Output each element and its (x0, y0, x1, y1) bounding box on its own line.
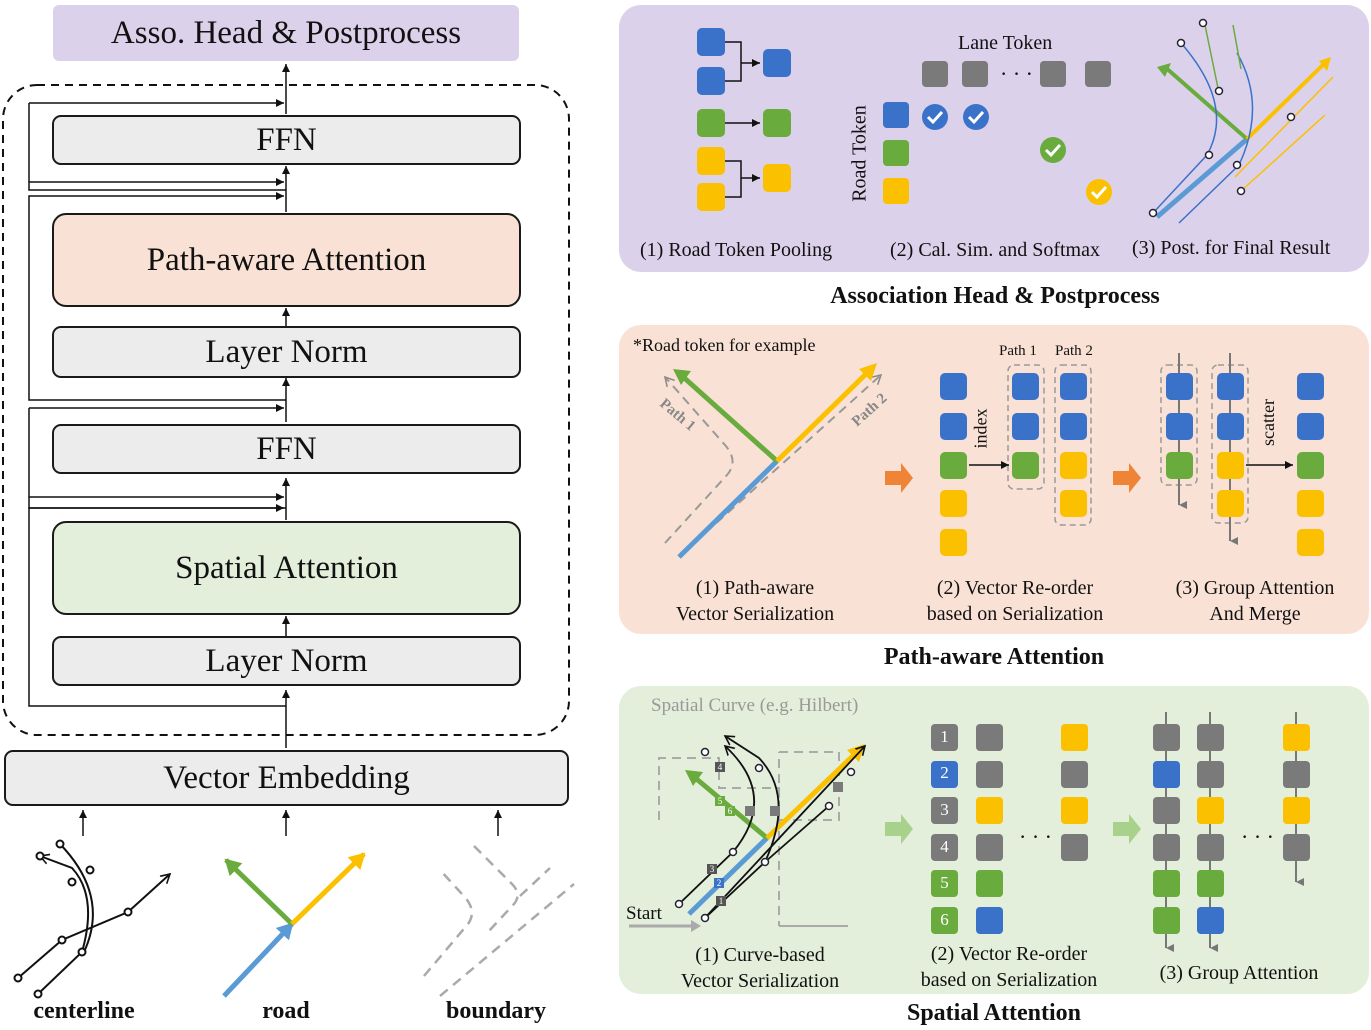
architecture-connectors (2, 64, 570, 836)
order-number-5: 5 (940, 873, 949, 892)
association-title: Association Head & Postprocess (830, 283, 1160, 309)
spatial-caption-3: (3) Group Attention (1134, 960, 1344, 986)
spatial-diagram: 1 2 3 4 5 6 · · · (629, 712, 1310, 952)
path2-label: Path 2 (1055, 343, 1093, 359)
order-number-1: 1 (940, 727, 949, 746)
order-number-4: 4 (940, 837, 949, 856)
path1-label: Path 1 (999, 343, 1037, 359)
similarity-softmax: · · · (883, 61, 1112, 205)
boundary-illustration (423, 845, 575, 997)
path2-sketch-label: Path 2 (849, 390, 890, 429)
path-caption-3-line2: And Merge (1209, 603, 1301, 625)
layer-norm-block-1: Layer Norm (52, 326, 521, 378)
spatial-reorder: · · · (931, 724, 1088, 934)
path1-sketch-label: Path 1 (656, 396, 698, 435)
path-caption-1-line1: (1) Path-aware (695, 577, 815, 599)
spatial-caption-1: (1) Curve-based Vector Serialization (655, 942, 865, 994)
spatial-caption-1-line1: (1) Curve-based (695, 944, 825, 966)
input-illustrations (13, 839, 575, 999)
path-caption-2-line1: (2) Vector Re-order (936, 577, 1094, 599)
svg-text:4: 4 (718, 762, 723, 772)
order-number-3: 3 (940, 800, 949, 819)
index-label: index (970, 408, 991, 449)
vector-reorder (940, 364, 1092, 556)
svg-text:· · ·: · · · (1019, 824, 1052, 849)
road-illustration (222, 852, 366, 998)
spatial-caption-3-line1: (3) Group Attention (1159, 962, 1319, 984)
input-label-boundary: boundary (445, 998, 547, 1024)
ffn-block-top: FFN (52, 115, 521, 165)
vector-embedding-block: Vector Embedding (4, 750, 569, 806)
lane-token-label: Lane Token (958, 32, 1053, 54)
assoc-caption-2: (2) Cal. Sim. and Softmax (890, 239, 1100, 261)
path-caption-1-line2: Vector Serialization (675, 603, 835, 625)
svg-text:2: 2 (717, 878, 722, 888)
path-caption-2: (2) Vector Re-order based on Serializati… (910, 575, 1120, 627)
start-label: Start (626, 903, 662, 924)
scatter-label: scatter (1257, 399, 1278, 446)
assoc-head-box: Asso. Head & Postprocess (53, 5, 519, 61)
svg-text:· · ·: · · · (1000, 61, 1033, 86)
path-aware-panel (619, 325, 1369, 634)
path-aware-title: Path-aware Attention (883, 644, 1105, 670)
path-note: *Road token for example (633, 335, 816, 355)
input-label-road: road (262, 998, 310, 1024)
path-aware-diagram: Path 1 Path 2 (656, 353, 1324, 559)
final-result-sketch (1148, 18, 1334, 224)
order-number-2: 2 (940, 763, 949, 782)
path-caption-1: (1) Path-aware Vector Serialization (650, 575, 860, 627)
path-caption-3: (3) Group Attention And Merge (1150, 575, 1360, 627)
group-attention-merge (1160, 353, 1324, 556)
spatial-caption-2-line2: based on Serialization (920, 969, 1098, 991)
svg-text:5: 5 (718, 796, 723, 806)
spatial-caption-2: (2) Vector Re-order based on Serializati… (904, 941, 1114, 993)
path-caption-3-line1: (3) Group Attention (1175, 577, 1335, 599)
spatial-caption-1-line2: Vector Serialization (680, 970, 840, 992)
svg-text:6: 6 (728, 806, 733, 816)
svg-text:1: 1 (719, 896, 724, 906)
assoc-caption-3: (3) Post. for Final Result (1132, 237, 1331, 259)
spatial-attention-block: Spatial Attention (52, 521, 521, 615)
spatial-attention-title: Spatial Attention (906, 1000, 1082, 1026)
svg-text:3: 3 (710, 864, 715, 874)
svg-text:· · ·: · · · (1241, 824, 1274, 849)
layer-norm-block-2: Layer Norm (52, 636, 521, 686)
road-token-label: Road Token (848, 105, 871, 202)
association-diagram: · · · (697, 18, 1334, 224)
input-label-centerline: centerline (33, 998, 135, 1024)
spatial-curve-label: Spatial Curve (e.g. Hilbert) (651, 695, 859, 716)
road-token-pooling (697, 28, 791, 211)
ffn-block-bottom: FFN (52, 424, 521, 474)
path-aware-attention-block: Path-aware Attention (52, 213, 521, 307)
assoc-caption-1: (1) Road Token Pooling (640, 239, 833, 261)
hilbert-curve (658, 751, 849, 927)
spatial-caption-2-line1: (2) Vector Re-order (930, 943, 1088, 965)
path-caption-2-line2: based on Serialization (926, 603, 1104, 625)
spatial-group-attention: · · · (1153, 712, 1310, 952)
path-serialization-sketch (665, 363, 881, 559)
order-number-6: 6 (940, 910, 949, 929)
centerline-illustration (13, 839, 171, 999)
